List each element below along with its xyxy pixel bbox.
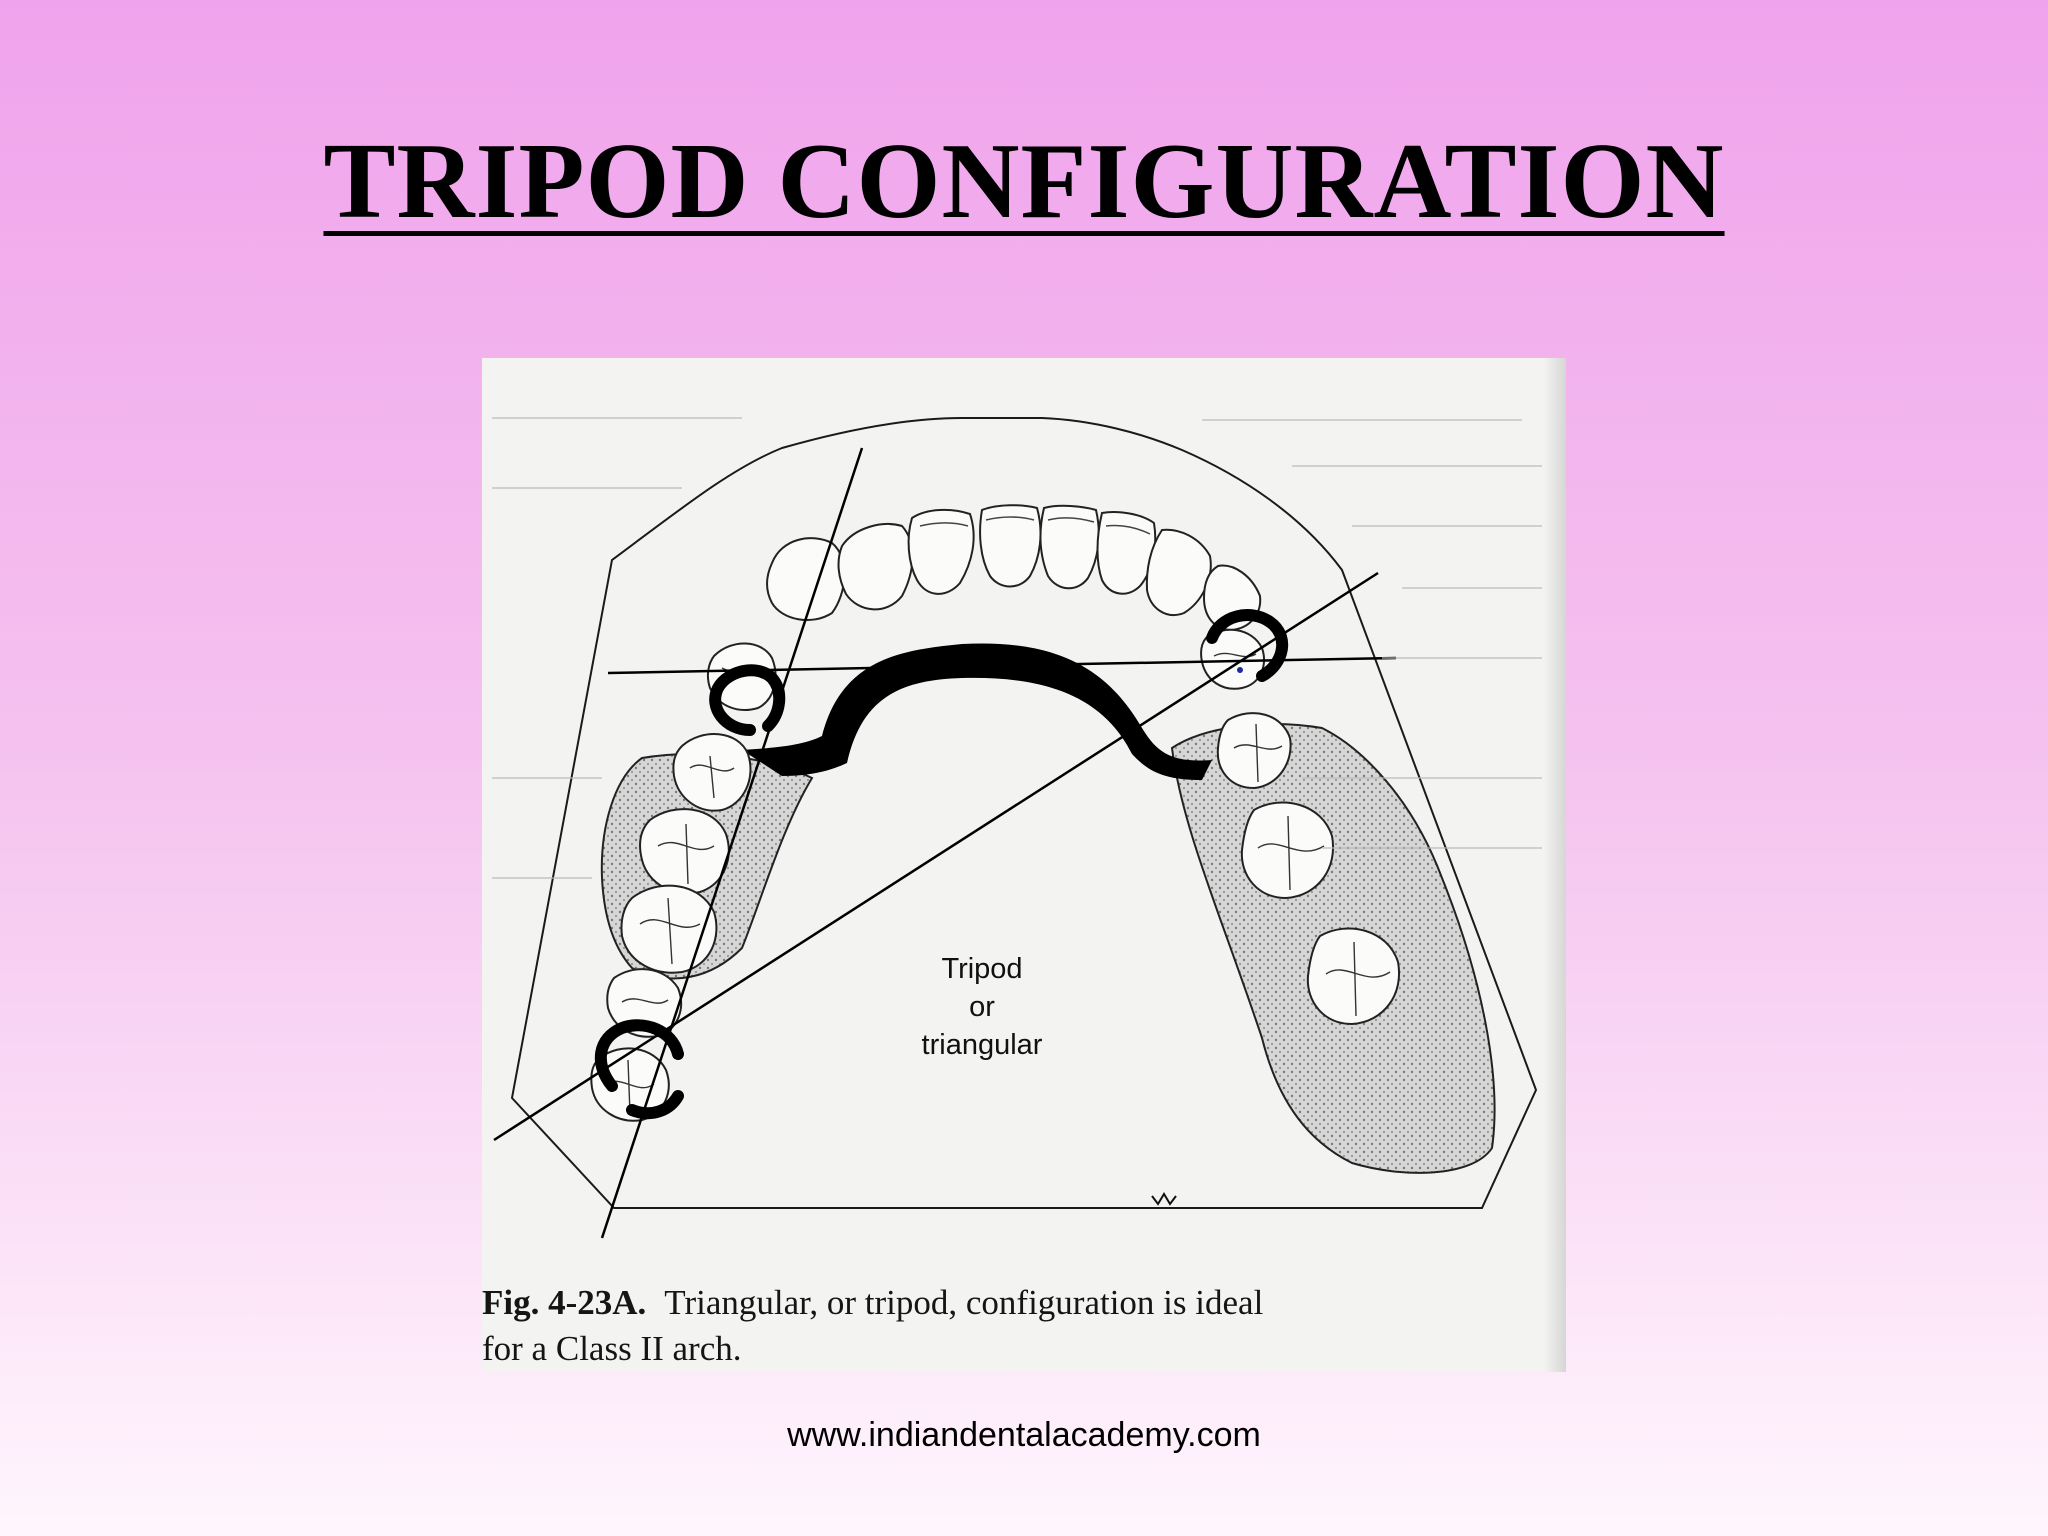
left-posterior-clasp-arm	[626, 1090, 684, 1120]
slide-title-text: TRIPOD CONFIGURATION	[323, 122, 1725, 241]
tripod-label-line1: Tripod	[941, 953, 1023, 985]
right-occlusal-grooves	[1213, 652, 1391, 1017]
figure-caption: Fig. 4-23A. Triangular, or tripod, config…	[482, 1280, 1542, 1372]
caption-line1: Triangular, or tripod, configuration is …	[664, 1283, 1264, 1322]
tripod-label-line2: or	[969, 991, 995, 1023]
tripod-label: Tripod or triangular	[902, 950, 1062, 1064]
incisal-lines	[919, 516, 1151, 535]
midline-mark	[1151, 1192, 1177, 1206]
scan-edge-shadow	[1544, 358, 1566, 1372]
arch-diagram	[492, 417, 1542, 1239]
footer-url: www.indiandentalacademy.com	[787, 1416, 1261, 1454]
rest-seat-dot	[1237, 667, 1243, 673]
tripod-lines	[493, 447, 1397, 1239]
dental-arch-figure: Tripod or triangular Fig. 4-23A. Triangul…	[482, 358, 1566, 1372]
line-left-vertical	[600, 447, 864, 1239]
right-posterior-teeth	[1200, 628, 1401, 1026]
caption-line2: for a Class II arch.	[482, 1329, 742, 1368]
page-bleed-through	[492, 417, 1542, 879]
major-connector	[742, 643, 1212, 780]
line-anterior-horizontal	[607, 656, 1397, 675]
left-posterior-teeth	[590, 642, 777, 1122]
anterior-teeth	[766, 504, 1262, 632]
line-diagonal	[493, 571, 1379, 1142]
figure-number: Fig. 4-23A.	[482, 1283, 647, 1322]
tripod-label-line3: triangular	[921, 1029, 1043, 1061]
slide-title: TRIPOD CONFIGURATION	[0, 120, 2048, 244]
right-anterior-clasp	[1206, 609, 1289, 682]
cast-outline	[510, 417, 1538, 1209]
